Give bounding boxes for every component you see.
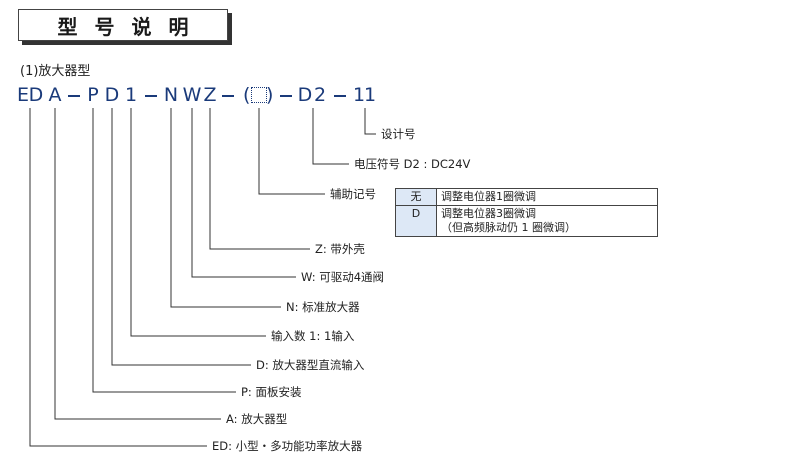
label-a: A: 放大器型	[226, 412, 288, 426]
label-w: W: 可驱动4通阀	[301, 270, 385, 284]
table-desc-text: 调整电位器3圈微调	[441, 207, 536, 220]
page-title: 型号说明	[57, 14, 206, 39]
table-cell-desc: 调整电位器3圈微调 （但高频脉动仍 1 圈微调）	[436, 205, 658, 237]
label-design-number: 设计号	[381, 127, 416, 141]
label-p: P: 面板安装	[241, 385, 302, 399]
code-char-1a: 1	[352, 84, 366, 106]
code-char-z: Z	[203, 84, 217, 106]
subtitle: (1)放大器型	[20, 64, 91, 79]
code-char-1: 1	[124, 84, 138, 106]
title-box: 型号说明	[18, 9, 228, 41]
table-cell-code: D	[395, 205, 437, 237]
code-char-e: E	[16, 84, 30, 106]
table-row: 无 调整电位器1圈微调	[395, 188, 658, 206]
table-row: D 调整电位器3圈微调 （但高频脉动仍 1 圈微调）	[395, 205, 658, 237]
code-paren-close: )	[266, 84, 274, 106]
code-dash	[68, 95, 80, 97]
code-char-2: 2	[313, 84, 327, 106]
label-voltage: 电压符号 D2 : DC24V	[354, 157, 471, 171]
code-dash	[145, 95, 157, 97]
code-char-p: P	[87, 84, 99, 106]
code-dash	[222, 95, 234, 97]
code-blank-box	[251, 87, 267, 103]
table-cell-code: 无	[395, 188, 437, 206]
code-dash	[334, 95, 346, 97]
code-char-w: W	[182, 84, 202, 106]
label-z: Z: 带外壳	[315, 242, 365, 256]
label-aux: 辅助记号	[330, 187, 376, 201]
table-cell-desc: 调整电位器1圈微调	[436, 188, 658, 206]
label-n: N: 标准放大器	[286, 300, 360, 314]
model-code: E D A P D 1 N W Z ( ) D 2 1 1	[0, 0, 785, 120]
label-ed: ED: 小型・多功能功率放大器	[212, 439, 363, 453]
code-char-a: A	[48, 84, 62, 106]
code-char-1b: 1	[363, 84, 377, 106]
code-char-d2: D	[104, 84, 120, 106]
aux-code-table: 无 调整电位器1圈微调 D 调整电位器3圈微调 （但高频脉动仍 1 圈微调）	[395, 188, 658, 237]
code-char-n: N	[163, 84, 179, 106]
code-char-d: D	[28, 84, 44, 106]
code-dash	[280, 95, 292, 97]
code-char-d3: D	[297, 84, 313, 106]
code-paren-open: (	[243, 84, 251, 106]
label-inputs: 输入数 1: 1输入	[271, 329, 355, 343]
label-d: D: 放大器型直流输入	[256, 358, 365, 372]
table-desc-text: 调整电位器1圈微调	[441, 190, 536, 203]
table-desc-note: （但高频脉动仍 1 圈微调）	[441, 221, 576, 234]
